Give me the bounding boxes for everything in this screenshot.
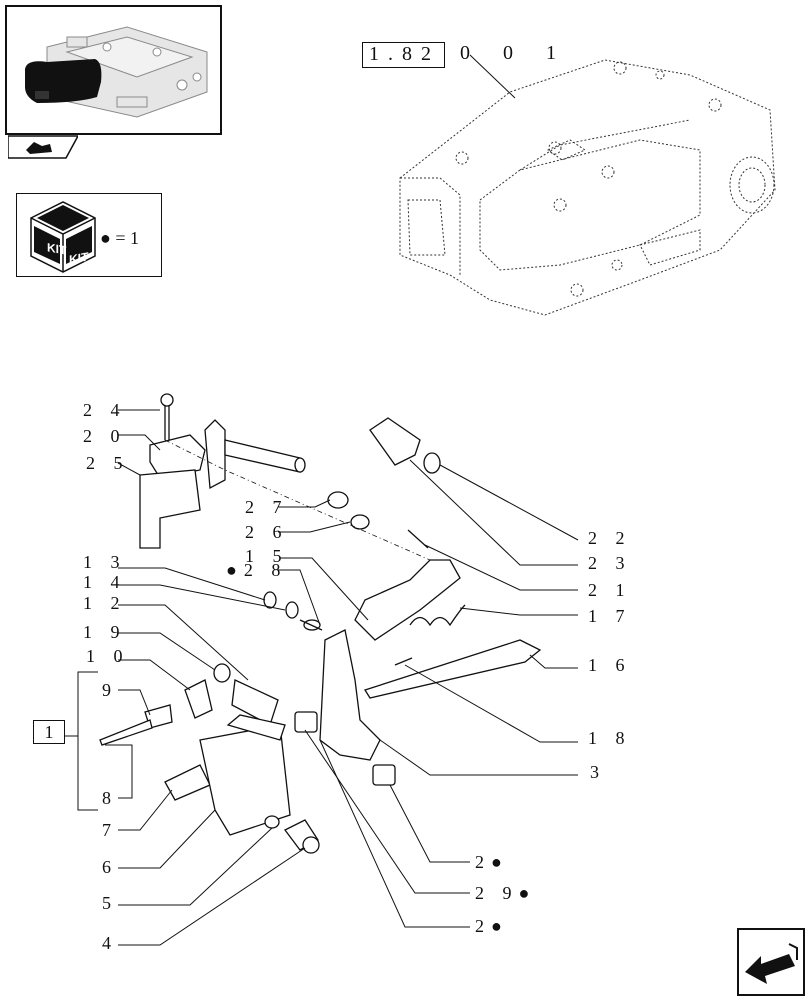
callout-2-upper[interactable]: 2● (475, 852, 509, 872)
callout-26[interactable]: 2 6 (245, 522, 289, 542)
callout-24[interactable]: 2 4 (83, 400, 127, 420)
callout-18[interactable]: 1 8 (588, 728, 632, 748)
callout-21[interactable]: 2 1 (588, 580, 632, 600)
kit-legend-text: ● = 1 (100, 228, 140, 248)
callout-28[interactable]: ●2 8 (226, 560, 288, 580)
callout-9[interactable]: 9 (102, 680, 118, 700)
callout-19[interactable]: 1 9 (83, 622, 127, 642)
callout-17[interactable]: 1 7 (588, 606, 632, 626)
callout-7[interactable]: 7 (102, 820, 118, 840)
group-marker-box[interactable]: 1 (33, 720, 65, 744)
reference-code-suffix: 0 0 1 (460, 42, 570, 64)
callout-25[interactable]: 2 5 (86, 453, 130, 473)
arrow-back-icon (745, 943, 798, 984)
thumbnail-tab[interactable] (8, 134, 78, 160)
callout-22[interactable]: 2 2 (588, 528, 632, 548)
callout-14[interactable]: 1 4 (83, 572, 127, 592)
tab-arrow-icon (8, 135, 78, 159)
callout-2-lower[interactable]: 2● (475, 916, 509, 936)
callout-4[interactable]: 4 (102, 933, 118, 953)
callout-15[interactable]: 1 5 (245, 546, 289, 566)
callout-8[interactable]: 8 (102, 788, 118, 808)
callout-12[interactable]: 1 2 (83, 593, 127, 613)
assembly-thumbnail[interactable] (5, 5, 222, 135)
leader-lines (65, 409, 579, 946)
kit-legend-box: KIT KIT (16, 193, 162, 277)
svg-text:KIT: KIT (47, 240, 67, 257)
callout-20[interactable]: 2 0 (83, 426, 127, 446)
reference-code-box[interactable]: 1.82 (362, 42, 445, 68)
housing-phantom (399, 59, 776, 316)
thumbnail-drawing (25, 26, 208, 118)
callout-29[interactable]: 2 9● (475, 883, 537, 903)
callout-3[interactable]: 3 (590, 762, 606, 782)
svg-text:KIT: KIT (69, 249, 89, 266)
callout-27[interactable]: 2 7 (245, 497, 289, 517)
callout-6[interactable]: 6 (102, 857, 118, 877)
callout-13[interactable]: 1 3 (83, 552, 127, 572)
navigation-button[interactable] (737, 928, 805, 996)
callout-5[interactable]: 5 (102, 893, 118, 913)
callout-16[interactable]: 1 6 (588, 655, 632, 675)
callout-10[interactable]: 1 0 (86, 646, 130, 666)
parts (99, 393, 542, 854)
kit-cube-icon: KIT KIT (30, 201, 96, 273)
callout-23[interactable]: 2 3 (588, 553, 632, 573)
